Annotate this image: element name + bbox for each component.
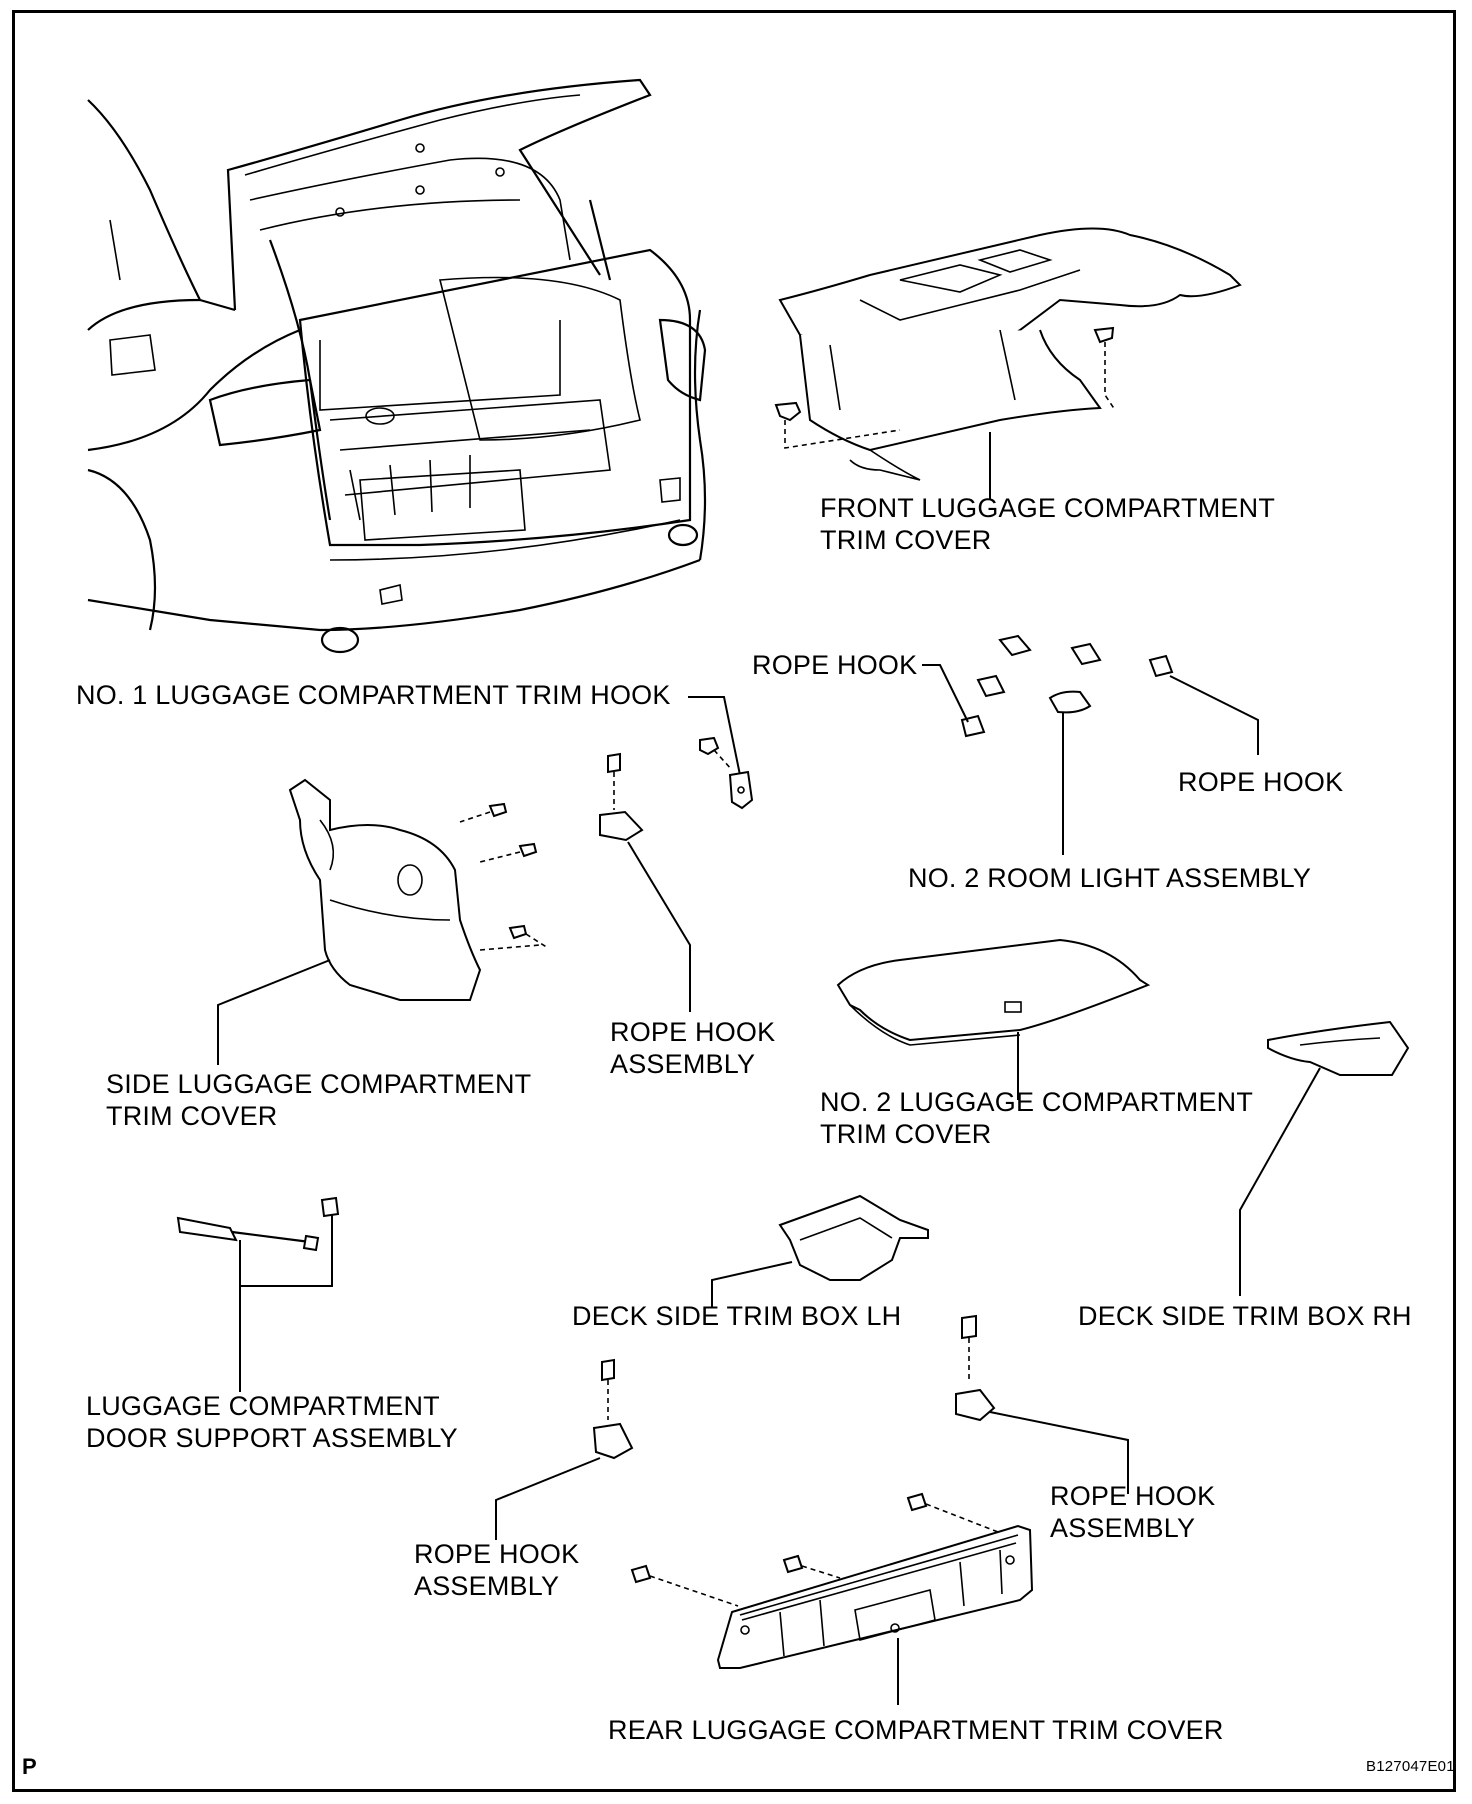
label-rope-hook-assy-left-2: ASSEMBLY [414,1571,560,1601]
rear-trim-cover-illustration [630,1492,1034,1669]
label-rope-hook-assy-right-1: ROPE HOOK [1050,1481,1216,1511]
label-rope-hook-top-right: ROPE HOOK [1178,767,1344,797]
top-rope-hooks-illustration [960,634,1174,738]
label-front-trim-cover-1: FRONT LUGGAGE COMPARTMENT [820,493,1276,523]
label-deck-box-rh: DECK SIDE TRIM BOX RH [1078,1301,1412,1331]
rope-hook-assembly-right-illustration [955,1314,996,1422]
label-side-trim-cover-2: TRIM COVER [106,1101,278,1131]
car-illustration [87,78,707,654]
label-door-support-2: DOOR SUPPORT ASSEMBLY [86,1423,458,1453]
label-front-trim-cover-2: TRIM COVER [820,525,992,555]
label-rear-trim-cover: REAR LUGGAGE COMPARTMENT TRIM COVER [608,1715,1224,1745]
rope-hook-top-right-leader [1169,675,1259,755]
label-no1-trim-hook: NO. 1 LUGGAGE COMPARTMENT TRIM HOOK [76,680,671,710]
rope-hook-top-left-leader [922,664,969,723]
deck-box-lh-leader [711,1261,793,1308]
figure-id: B127047E01 [1366,1758,1455,1775]
label-rope-hook-assy-right-2: ASSEMBLY [1050,1513,1196,1543]
trim-hook-leader [688,696,741,776]
label-rope-hook-assy-mid-1: ROPE HOOK [610,1017,776,1047]
door-support-leader [239,1215,333,1392]
front-trim-cover-illustration [774,227,1242,481]
door-support-illustration [176,1196,340,1252]
rope-hook-assembly-left-leader [495,1457,601,1540]
label-rope-hook-assy-mid-2: ASSEMBLY [610,1049,756,1079]
corner-mark: P [22,1754,37,1779]
label-door-support-1: LUGGAGE COMPARTMENT [86,1391,440,1421]
side-trim-cover-leader [217,959,331,1065]
diagram-frame [12,10,1456,1792]
deck-box-rh-leader [1239,1067,1321,1296]
label-rope-hook-assy-left-1: ROPE HOOK [414,1539,580,1569]
rope-hook-assembly-left-illustration [592,1358,634,1460]
label-rope-hook-top-left: ROPE HOOK [752,650,918,680]
rope-hook-assembly-right-leader [989,1411,1129,1494]
label-no2-room-light: NO. 2 ROOM LIGHT ASSEMBLY [908,863,1312,893]
side-trim-cover-illustration [288,778,549,1001]
rope-hook-assembly-mid-illustration [599,752,644,842]
label-no2-trim-cover-2: TRIM COVER [820,1119,992,1149]
no2-trim-cover-illustration [836,938,1151,1046]
no1-trim-hook-illustration [699,736,754,810]
rope-hook-assembly-mid-leader [627,841,691,1012]
label-deck-box-lh: DECK SIDE TRIM BOX LH [572,1301,902,1331]
label-side-trim-cover-1: SIDE LUGGAGE COMPARTMENT [106,1069,532,1099]
deck-box-rh-illustration [1267,1020,1410,1076]
label-no2-trim-cover-1: NO. 2 LUGGAGE COMPARTMENT [820,1087,1254,1117]
deck-box-lh-illustration [778,1194,929,1281]
